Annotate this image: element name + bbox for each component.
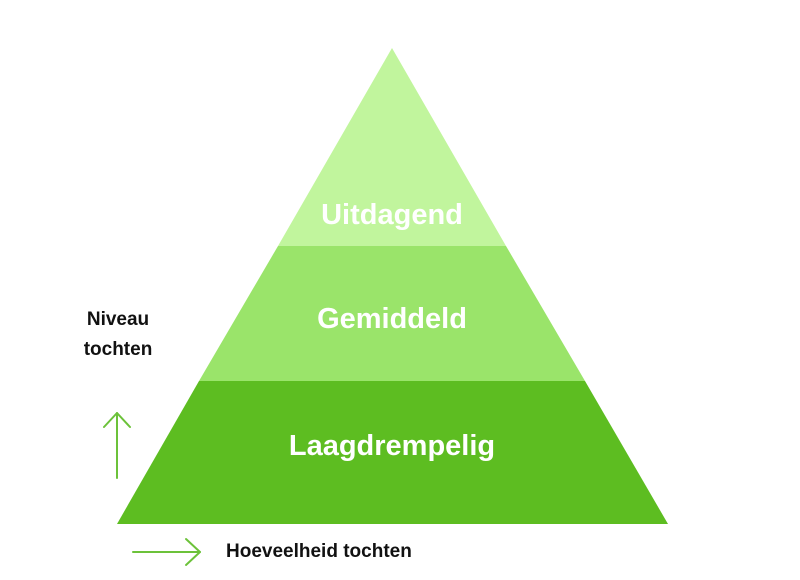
tier-label-uitdagend: Uitdagend — [321, 199, 463, 231]
tier-label-laagdrempelig: Laagdrempelig — [289, 430, 495, 462]
y-axis-label: Niveau tochten — [68, 305, 168, 365]
up-arrow-icon — [103, 412, 131, 479]
right-arrow-icon — [132, 538, 201, 566]
x-axis-label: Hoeveelheid tochten — [226, 541, 412, 562]
tier-label-gemiddeld: Gemiddeld — [317, 303, 467, 335]
tier-gemiddeld — [199, 246, 585, 381]
tier-laagdrempelig — [117, 381, 668, 524]
y-axis-label-line2: tochten — [83, 339, 153, 360]
tier-uitdagend — [278, 48, 506, 246]
y-axis-label-line1: Niveau — [86, 309, 150, 330]
